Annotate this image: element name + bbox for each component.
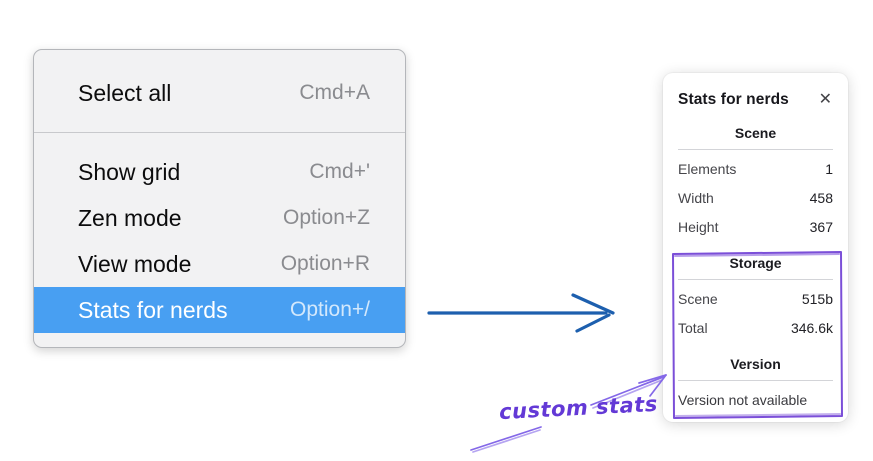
stat-value: 1 (825, 161, 833, 177)
stat-label: Total (678, 320, 708, 336)
stat-label: Height (678, 219, 719, 235)
stat-label: Width (678, 190, 714, 206)
menu-item-shortcut: Option+R (280, 252, 370, 275)
stat-value: 346.6k (790, 320, 833, 336)
section-header-storage: Storage (729, 255, 782, 271)
menu-item-shortcut: Cmd+A (299, 81, 370, 104)
section-divider (678, 279, 833, 280)
context-menu: Select all Cmd+A Show grid Cmd+' Zen mod… (33, 49, 406, 348)
menu-item-stats-for-nerds[interactable]: Stats for nerds Option+/ (34, 287, 405, 333)
section-divider (678, 149, 833, 150)
menu-item-label: Select all (78, 79, 172, 106)
section-divider (678, 380, 833, 381)
menu-item-label: Zen mode (78, 204, 182, 231)
menu-item-shortcut: Option+Z (283, 206, 370, 229)
stat-row-width: Width 458 (678, 184, 833, 213)
menu-item-label: Stats for nerds (78, 296, 228, 323)
stat-row-elements: Elements 1 (678, 155, 833, 184)
stat-row-total-storage: Total 346.6k (678, 314, 833, 343)
blue-arrow (427, 293, 615, 333)
stat-value: 458 (809, 190, 833, 206)
menu-item-shortcut: Option+/ (290, 298, 370, 321)
menu-item-view-mode[interactable]: View mode Option+R (34, 241, 405, 287)
section-header-version: Version (730, 356, 781, 372)
stat-row-scene-storage: Scene 515b (678, 285, 833, 314)
version-note: Version not available (678, 392, 808, 408)
menu-divider (34, 132, 405, 133)
menu-item-label: View mode (78, 250, 192, 277)
stats-panel-header: Stats for nerds ✕ (678, 88, 833, 112)
stats-panel: Stats for nerds ✕ Scene Elements 1 Width… (663, 73, 848, 422)
annotation-label: custom stats (498, 391, 659, 425)
menu-item-shortcut: Cmd+' (309, 160, 370, 183)
stat-label: Elements (678, 161, 737, 177)
menu-item-show-grid[interactable]: Show grid Cmd+' (34, 149, 405, 195)
stat-value: 367 (809, 219, 833, 235)
stat-row-height: Height 367 (678, 213, 833, 242)
close-icon[interactable]: ✕ (818, 91, 832, 108)
stats-panel-title: Stats for nerds (678, 91, 789, 108)
stat-value: 515b (801, 291, 833, 307)
section-header-scene: Scene (734, 125, 777, 141)
menu-item-zen-mode[interactable]: Zen mode Option+Z (34, 195, 405, 241)
menu-item-label: Show grid (78, 158, 181, 185)
stat-label: Scene (678, 291, 718, 307)
menu-item-select-all[interactable]: Select all Cmd+A (34, 70, 405, 116)
